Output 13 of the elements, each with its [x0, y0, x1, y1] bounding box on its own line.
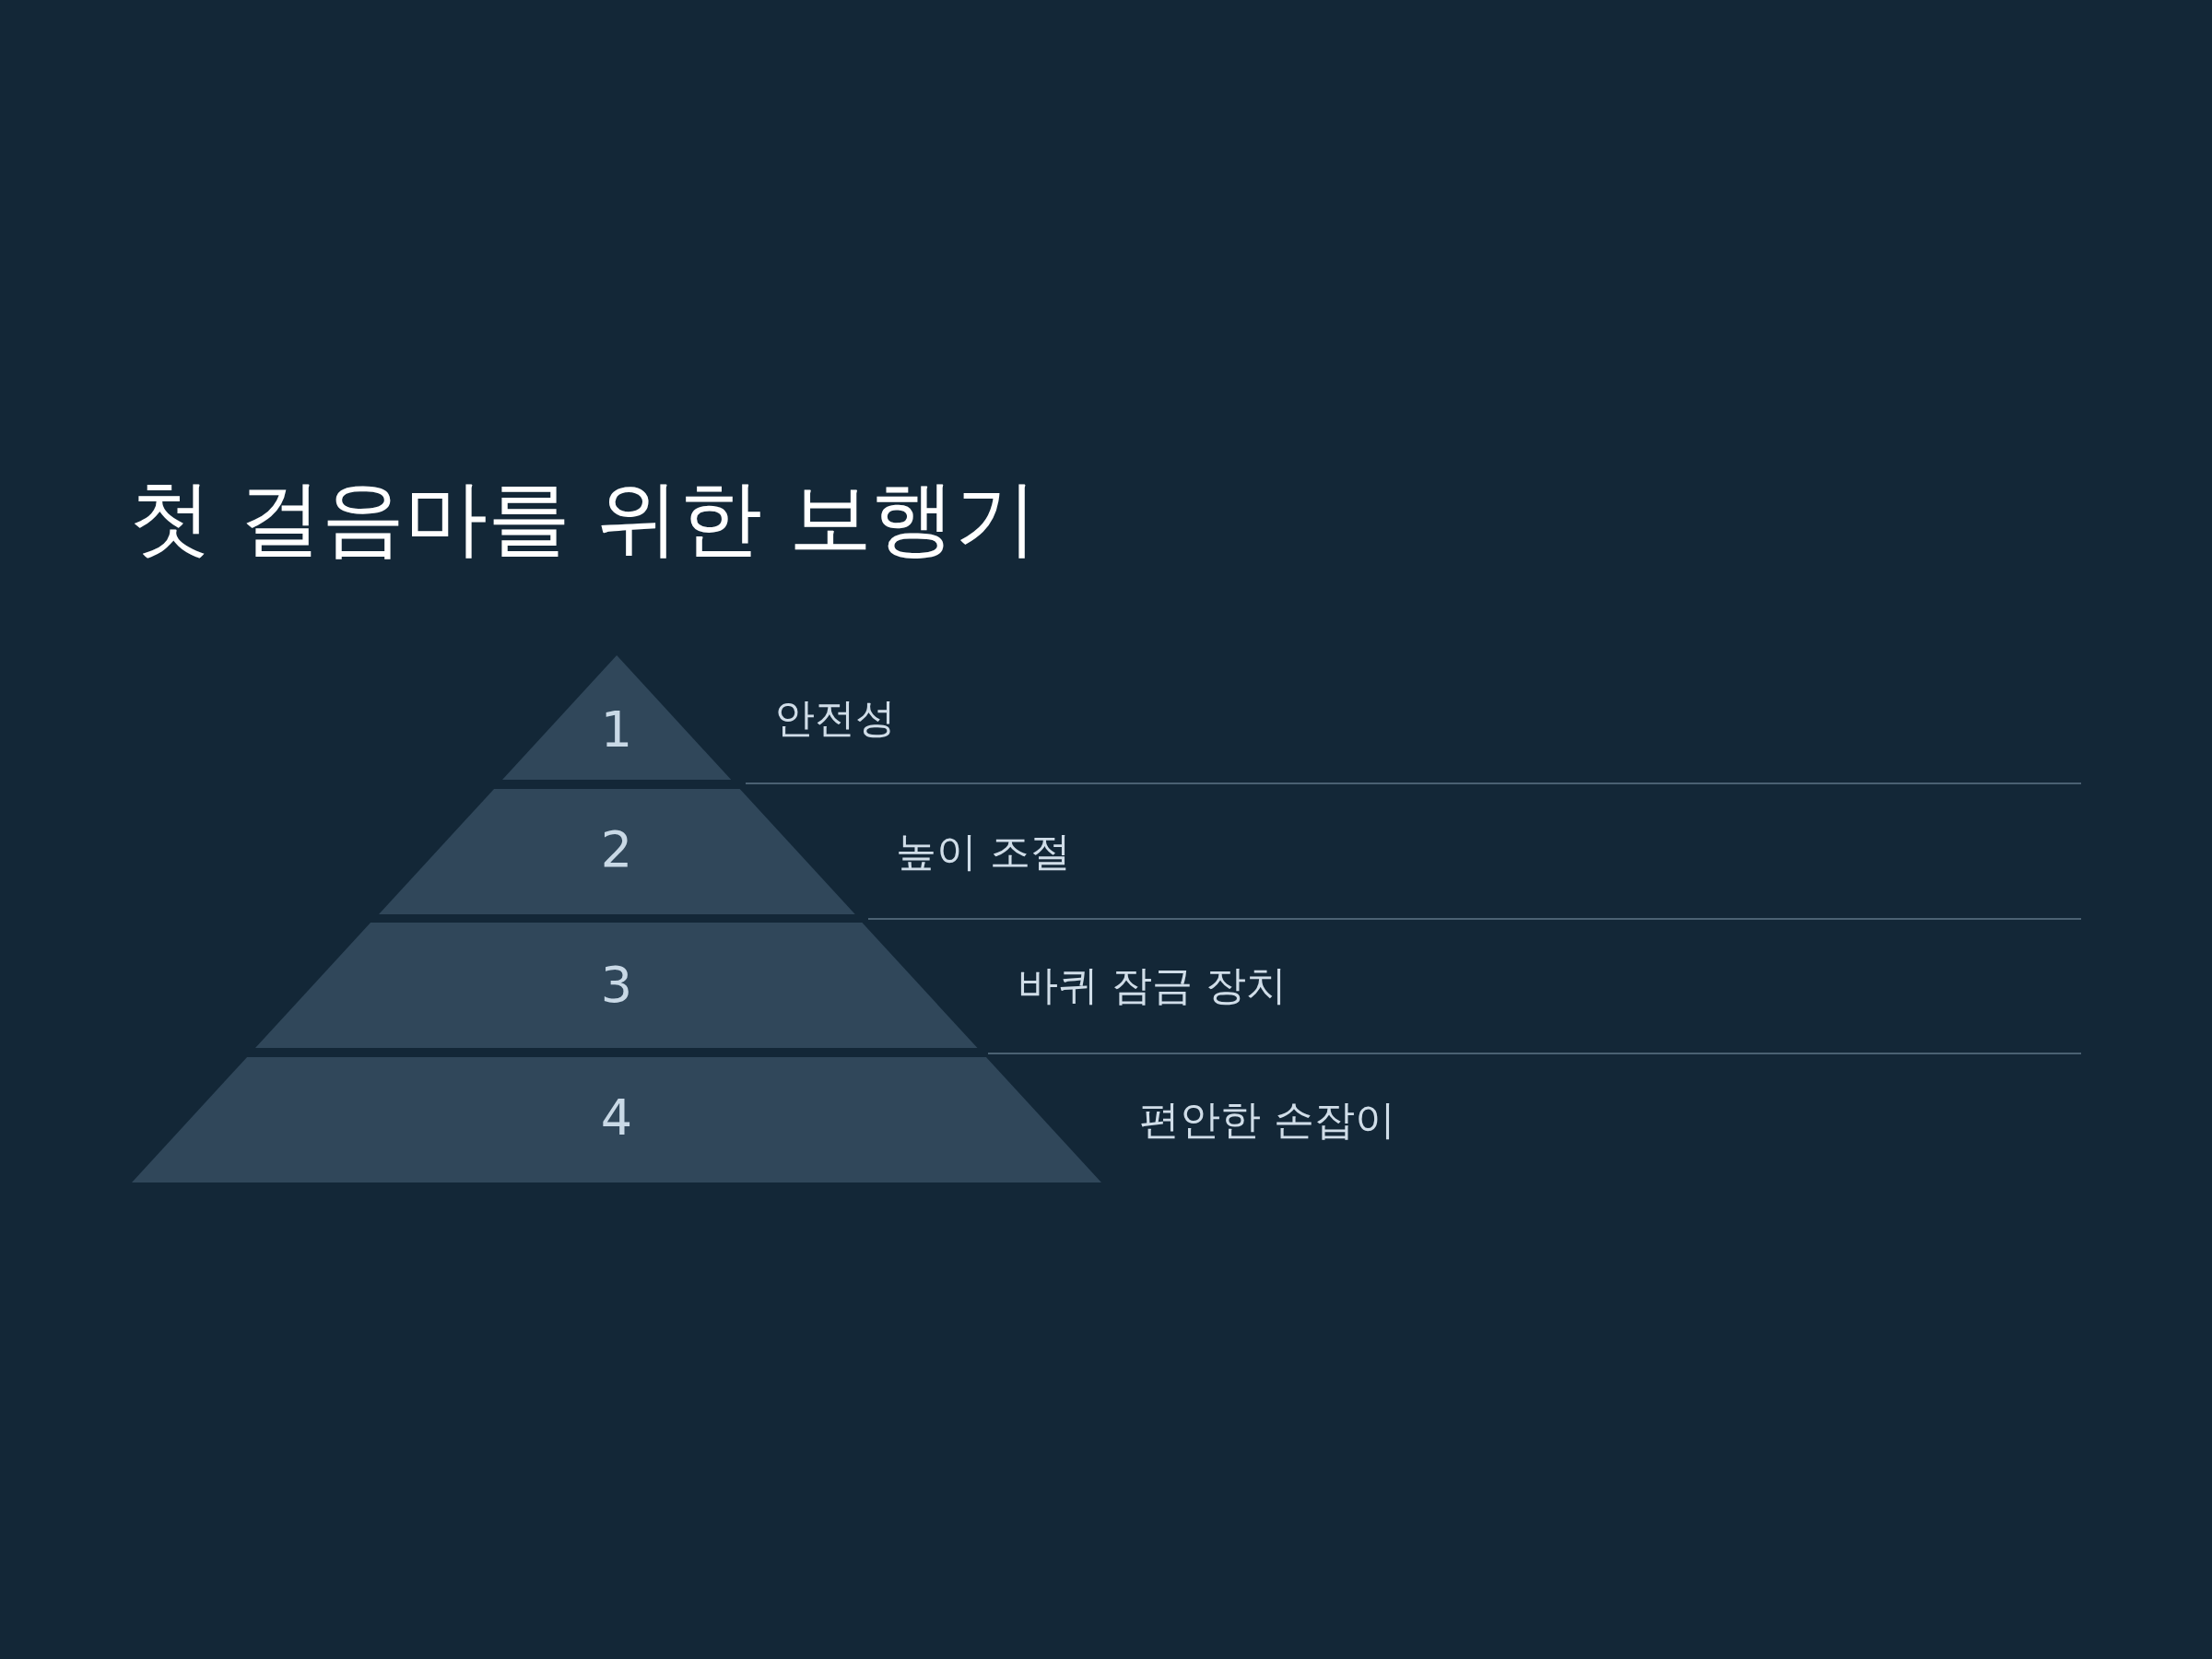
pyramid-tier — [255, 923, 978, 1048]
tier-label: 바퀴 잠금 장치 — [1018, 960, 1287, 1010]
pyramid-tier — [132, 1057, 1101, 1182]
tier-number: 4 — [600, 1093, 633, 1143]
tier-number: 2 — [600, 825, 633, 875]
tier-label: 높이 조절 — [896, 827, 1071, 877]
pyramid-tier — [378, 789, 855, 914]
tier-number: 1 — [600, 705, 633, 755]
tier-label: 편안한 손잡이 — [1139, 1095, 1395, 1145]
pyramid-tier — [501, 655, 732, 780]
tier-number: 3 — [600, 960, 633, 1010]
tier-label: 안전성 — [774, 693, 896, 742]
title: 첫 걸음마를 위한 보행기 — [129, 468, 1038, 568]
